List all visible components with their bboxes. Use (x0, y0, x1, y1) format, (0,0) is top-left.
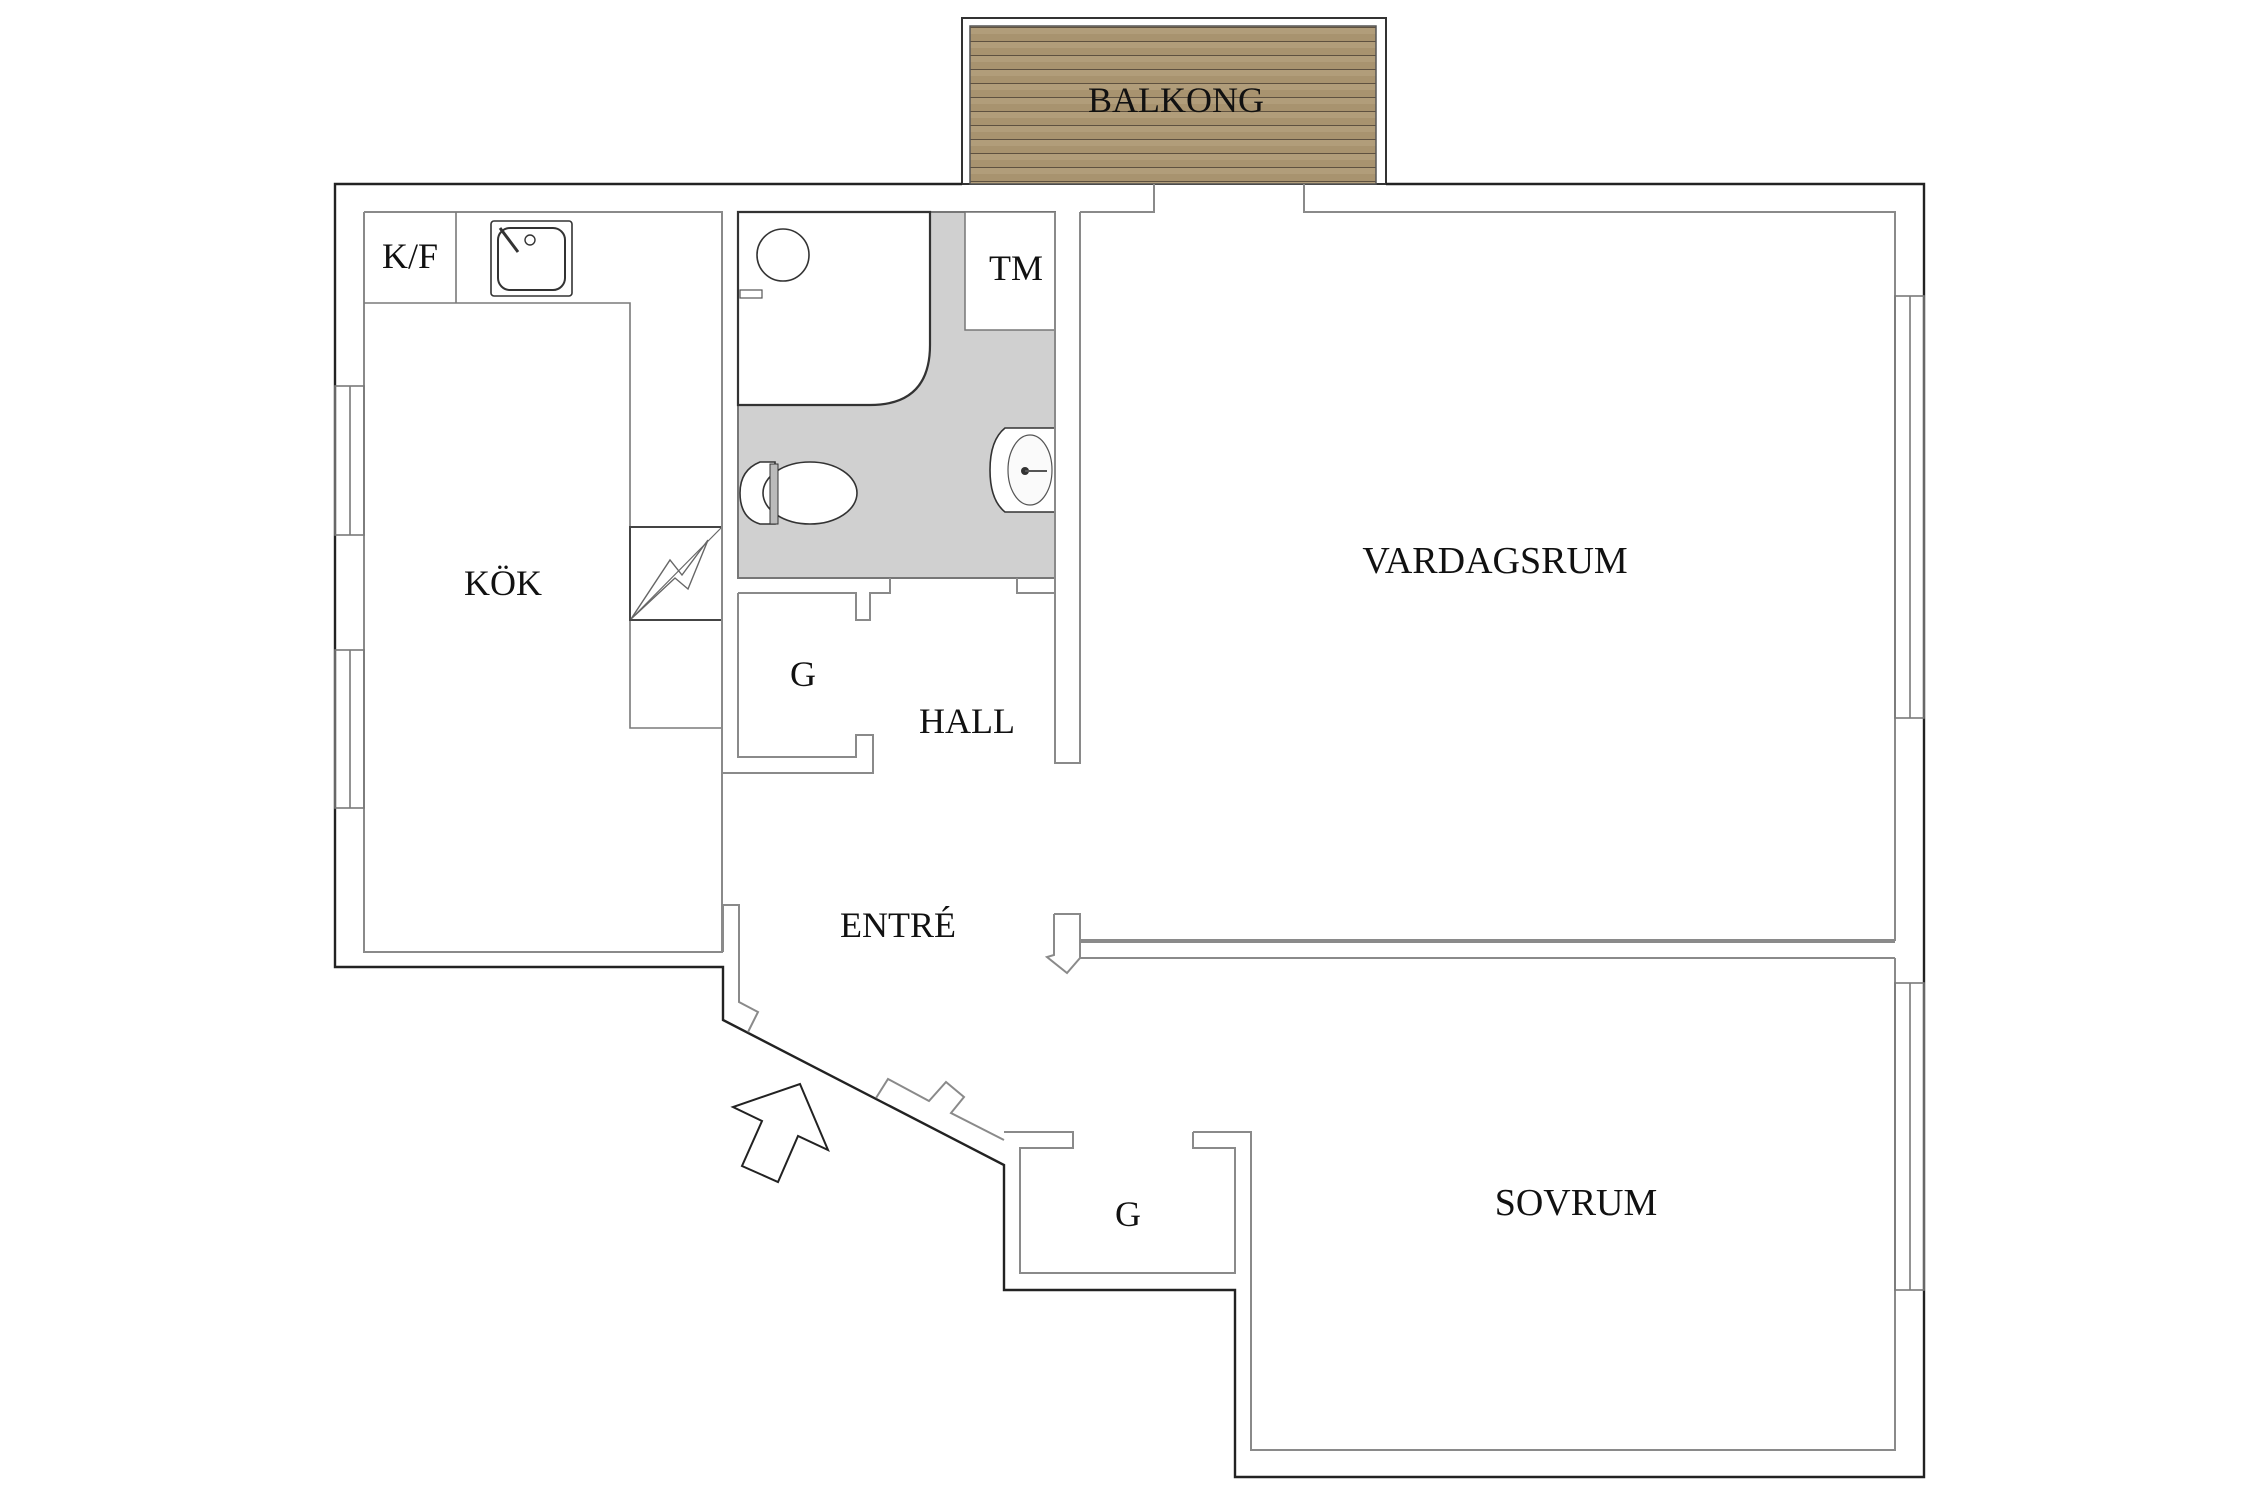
closet-upper-label: G (790, 654, 816, 694)
washbasin-icon (989, 427, 1056, 513)
bathroom (736, 210, 1056, 579)
hall-label: HALL (919, 701, 1015, 741)
laundry-label: TM (989, 248, 1043, 288)
bedroom (1193, 958, 1925, 1451)
kitchen (334, 211, 723, 953)
bedroom-label: SOVRUM (1495, 1182, 1658, 1224)
closet-lower-label: G (1115, 1194, 1141, 1234)
entrance-label: ENTRÉ (840, 905, 956, 945)
kitchen-label: KÖK (464, 563, 542, 603)
entry-arrow-icon (730, 1082, 830, 1184)
closet-lower (1004, 1131, 1236, 1274)
living-room-label: VARDAGSRUM (1362, 540, 1627, 582)
hall-walls (721, 212, 1081, 774)
kitchen-sink-icon (490, 220, 573, 297)
entrance-walls (722, 904, 1005, 1141)
toilet-icon (739, 461, 858, 525)
balcony (961, 17, 1387, 185)
outer-walls (333, 182, 1926, 1479)
fridge-freezer-label: K/F (382, 236, 438, 276)
stove-icon (629, 526, 723, 621)
living-room (1044, 184, 1925, 975)
balcony-label: BALKONG (1088, 80, 1264, 120)
